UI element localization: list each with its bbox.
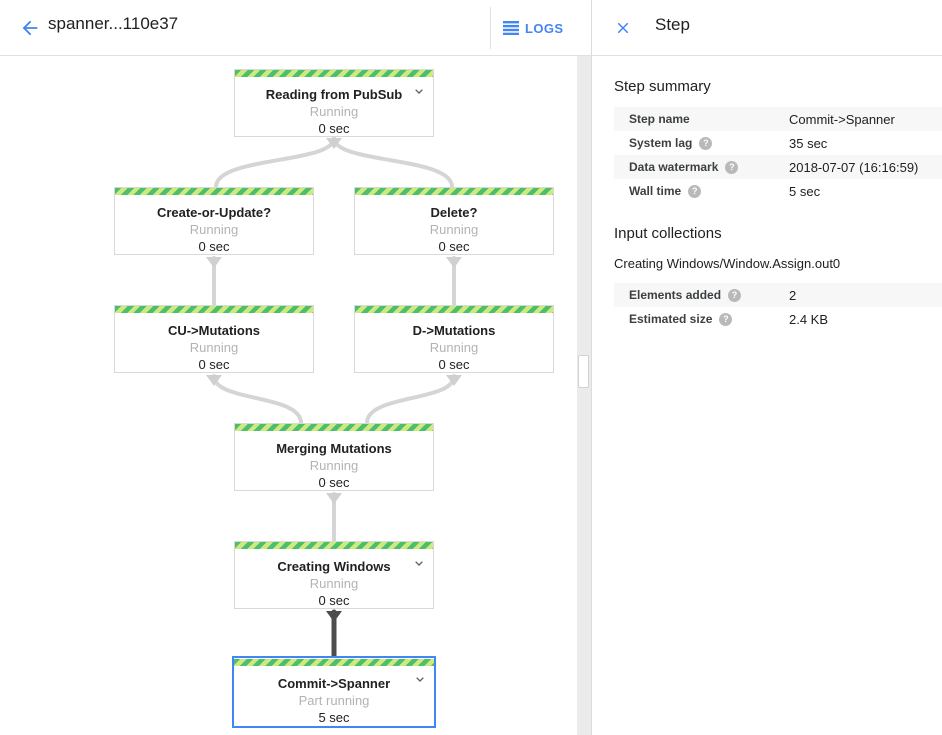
node-time: 0 sec — [318, 121, 350, 136]
node-title: Merging Mutations — [276, 441, 392, 456]
row-label: Elements added — [629, 288, 722, 302]
chevron-down-icon[interactable] — [412, 671, 428, 687]
input-collections-heading: Input collections — [614, 225, 722, 242]
graph-node-create-or-update[interactable]: Create-or-Update? Running 0 sec — [114, 187, 314, 255]
table-row: Data watermark ? 2018-07-07 (16:16:59) — [614, 155, 942, 179]
close-panel-button[interactable] — [608, 13, 638, 43]
help-icon[interactable]: ? — [688, 184, 702, 198]
step-summary-heading: Step summary — [614, 78, 711, 95]
graph-node-reading-from-pubsub[interactable]: Reading from PubSub Running 0 sec — [234, 69, 434, 137]
app-header: spanner...110e37 LOGS — [0, 0, 591, 56]
row-value: 2 — [789, 287, 797, 303]
row-label: Wall time — [629, 184, 682, 198]
node-status: Running — [189, 222, 239, 237]
row-label: Data watermark — [629, 160, 719, 174]
help-icon[interactable]: ? — [699, 136, 713, 150]
row-value: 5 sec — [789, 183, 821, 199]
page-title: spanner...110e37 — [48, 14, 179, 33]
row-label: System lag — [629, 136, 693, 150]
step-panel-header: Step — [592, 0, 942, 56]
table-row: System lag ? 35 sec — [614, 131, 942, 155]
running-stripe — [234, 659, 434, 666]
panel-title: Step — [655, 15, 690, 34]
chevron-down-icon[interactable] — [411, 555, 427, 571]
graph-node-delete[interactable]: Delete? Running 0 sec — [354, 187, 554, 255]
graph-node-merging-mutations[interactable]: Merging Mutations Running 0 sec — [234, 423, 434, 491]
node-time: 5 sec — [318, 710, 350, 725]
row-label: Step name — [629, 112, 690, 126]
table-row: Step name Commit->Spanner — [614, 107, 942, 131]
graph-pane: spanner...110e37 LOGS — [0, 0, 591, 735]
header-divider — [490, 7, 491, 49]
table-row: Wall time ? 5 sec — [614, 179, 942, 203]
list-lines-icon — [503, 21, 519, 35]
row-value: 2.4 KB — [789, 311, 829, 327]
graph-node-cu-mutations[interactable]: CU->Mutations Running 0 sec — [114, 305, 314, 373]
node-status: Running — [309, 458, 359, 473]
graph-scrollbar-handle[interactable] — [578, 355, 589, 388]
node-status: Running — [189, 340, 239, 355]
close-icon — [617, 22, 629, 34]
node-status: Running — [429, 340, 479, 355]
node-status: Running — [309, 104, 359, 119]
input-collection-name: Creating Windows/Window.Assign.out0 — [614, 256, 841, 271]
node-time: 0 sec — [318, 593, 350, 608]
help-icon[interactable]: ? — [719, 312, 733, 326]
help-icon[interactable]: ? — [728, 288, 742, 302]
running-stripe — [355, 306, 553, 313]
node-title: Delete? — [430, 205, 478, 220]
graph-node-commit-spanner-selected[interactable]: Commit->Spanner Part running 5 sec — [232, 656, 436, 728]
back-button[interactable] — [14, 12, 46, 44]
table-row: Estimated size ? 2.4 KB — [614, 307, 942, 331]
table-row: Elements added ? 2 — [614, 283, 942, 307]
node-title: D->Mutations — [412, 323, 496, 338]
step-details-panel: Step Step summary Step name Commit->Span… — [591, 0, 942, 735]
row-value: 35 sec — [789, 135, 828, 151]
node-title: Creating Windows — [277, 559, 391, 574]
row-label: Estimated size — [629, 312, 713, 326]
graph-node-creating-windows[interactable]: Creating Windows Running 0 sec — [234, 541, 434, 609]
node-time: 0 sec — [198, 239, 230, 254]
graph-edges — [206, 136, 462, 660]
row-value: 2018-07-07 (16:16:59) — [789, 159, 919, 175]
node-status: Running — [429, 222, 479, 237]
running-stripe — [115, 188, 313, 195]
node-title: Reading from PubSub — [265, 87, 403, 102]
input-collections-table: Elements added ? 2 Estimated size ? 2.4 … — [614, 283, 942, 331]
job-graph-canvas[interactable]: Reading from PubSub Running 0 sec Create… — [0, 56, 577, 735]
chevron-down-icon[interactable] — [411, 83, 427, 99]
step-panel-body: Step summary Step name Commit->Spanner S… — [592, 78, 942, 331]
step-summary-table: Step name Commit->Spanner System lag ? 3… — [614, 107, 942, 203]
node-time: 0 sec — [438, 357, 470, 372]
node-time: 0 sec — [438, 239, 470, 254]
node-title: Create-or-Update? — [156, 205, 272, 220]
running-stripe — [355, 188, 553, 195]
graph-scrollbar-track[interactable] — [577, 56, 591, 735]
node-status: Running — [309, 576, 359, 591]
node-title: Commit->Spanner — [277, 676, 391, 691]
graph-node-d-mutations[interactable]: D->Mutations Running 0 sec — [354, 305, 554, 373]
running-stripe — [235, 70, 433, 77]
node-time: 0 sec — [198, 357, 230, 372]
running-stripe — [235, 542, 433, 549]
node-status: Part running — [298, 693, 370, 708]
running-stripe — [235, 424, 433, 431]
node-time: 0 sec — [318, 475, 350, 490]
logs-button[interactable]: LOGS — [503, 12, 563, 44]
help-icon[interactable]: ? — [725, 160, 739, 174]
running-stripe — [115, 306, 313, 313]
logs-button-label: LOGS — [525, 20, 564, 36]
node-title: CU->Mutations — [167, 323, 261, 338]
arrow-left-icon — [22, 20, 38, 36]
row-value: Commit->Spanner — [789, 111, 895, 127]
